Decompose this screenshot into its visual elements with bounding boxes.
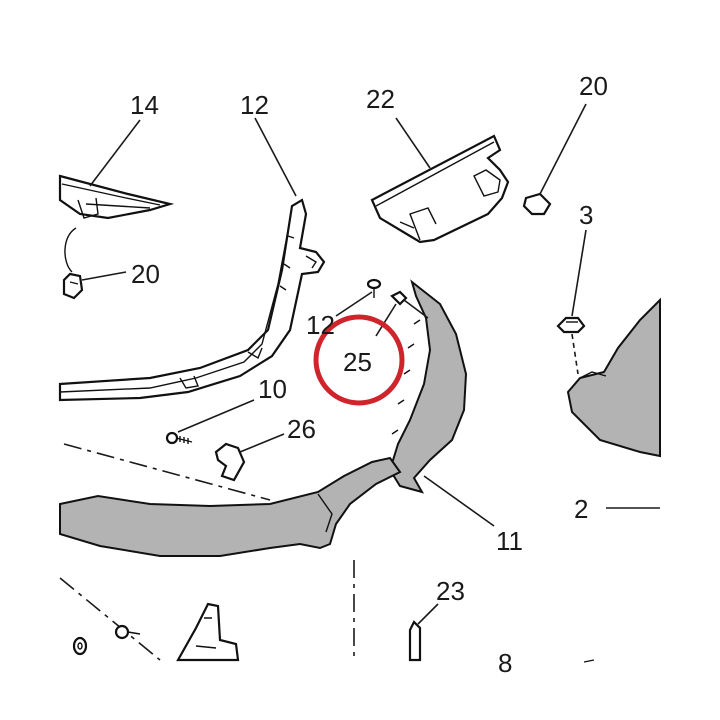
callout-8[interactable]: 8 [498,648,512,678]
leader-26 [239,433,285,453]
leader-20-top [539,103,587,195]
callout-12-top[interactable]: 12 [240,90,269,120]
dashed-guide-lower [63,443,271,501]
part-14-bracket[interactable] [58,174,175,220]
part-3-clip[interactable] [556,316,586,334]
callout-2[interactable]: 2 [574,494,588,524]
leader-22 [395,117,431,169]
leader-12-mid [335,291,373,317]
leader-11 [423,475,495,527]
leader-10 [177,399,255,433]
dashed-guide-bottom-left [59,577,161,661]
callout-11[interactable]: 11 [496,526,523,556]
part-11-cover[interactable] [388,279,468,494]
part-20-clip-top[interactable] [522,192,552,216]
bottom-right-mark [583,659,595,663]
callout-23[interactable]: 23 [436,576,465,606]
part-bottom-bolt[interactable] [114,624,141,640]
dashed-guide-14 [64,227,77,273]
highlight-circle [313,314,405,406]
leader-3 [571,229,587,317]
part-12-bolt[interactable] [366,278,382,298]
callout-26[interactable]: 26 [287,414,316,444]
part-2-panel[interactable] [566,297,661,458]
leader-20-left [81,271,127,281]
callout-20-left[interactable]: 20 [131,259,160,289]
part-bottom-washer[interactable] [72,636,88,656]
part-22-cover[interactable] [370,134,510,244]
leader-25-b [403,299,429,319]
callout-12-mid[interactable]: 12 [306,310,335,340]
part-26-clip[interactable] [214,442,246,482]
callout-25[interactable]: 25 [343,347,372,377]
leader-25 [375,303,397,337]
dashed-guide-3 [571,333,579,375]
part-lower-bumper[interactable] [59,456,402,557]
callout-10[interactable]: 10 [258,374,287,404]
part-bottom-bracket[interactable] [176,602,240,662]
leader-23 [417,603,439,625]
callout-14[interactable]: 14 [130,90,159,120]
leader-14 [89,119,141,187]
part-20-clip-left[interactable] [62,272,84,300]
part-25-clip[interactable] [390,290,408,306]
callout-20-top[interactable]: 20 [579,71,608,101]
callout-22[interactable]: 22 [366,84,395,114]
leader-12-top [254,117,297,197]
callout-3[interactable]: 3 [579,200,593,230]
part-12-bracket[interactable] [58,198,326,402]
part-23-rod[interactable] [408,620,422,662]
part-10-bolt[interactable] [165,431,193,445]
